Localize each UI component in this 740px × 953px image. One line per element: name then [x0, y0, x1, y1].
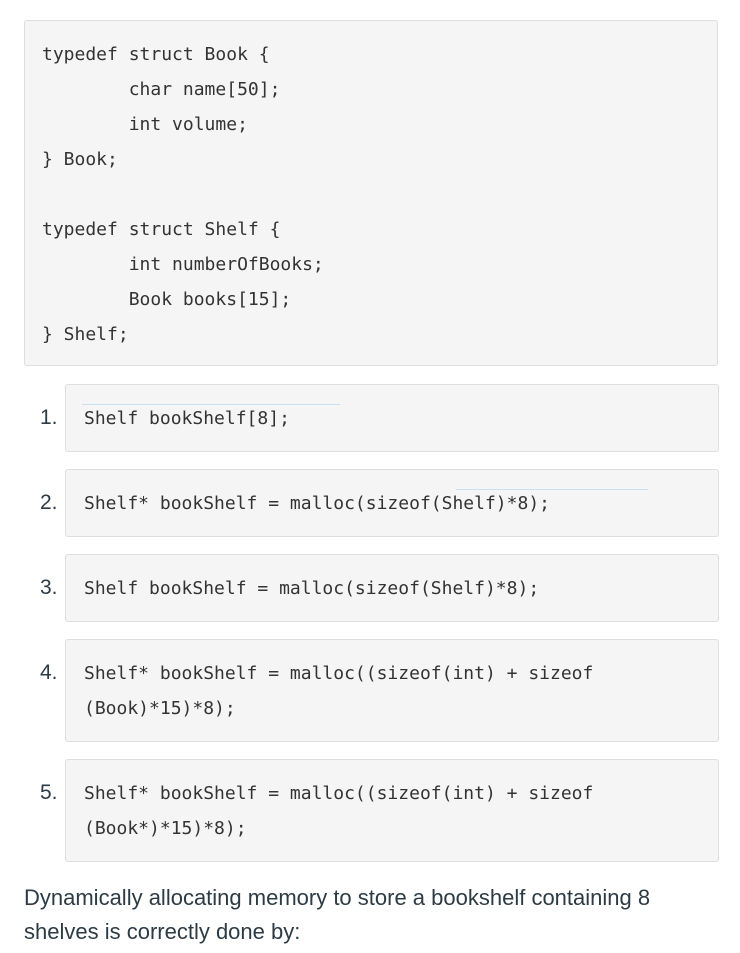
option-code-box[interactable]: Shelf bookShelf[8];: [65, 384, 719, 452]
code-line: char name[50];: [42, 79, 281, 100]
option-number: 1.: [40, 406, 58, 429]
option-number: 2.: [40, 491, 58, 514]
code-line: typedef struct Book {: [42, 44, 270, 65]
selection-underline: [456, 489, 648, 490]
option-code-line: Shelf bookShelf = malloc(sizeof(Shelf)*8…: [84, 578, 540, 599]
option-code-box[interactable]: Shelf* bookShelf = malloc(sizeof(Shelf)*…: [65, 469, 719, 537]
code-line: typedef struct Shelf {: [42, 219, 281, 240]
option-code-line: (Book)*15)*8);: [84, 698, 236, 719]
selection-underline: [82, 404, 340, 405]
code-line: } Shelf;: [42, 324, 129, 345]
option-code-box[interactable]: Shelf* bookShelf = malloc((sizeof(int) +…: [65, 759, 719, 862]
option-code-line: (Book*)*15)*8);: [84, 818, 247, 839]
option-number: 3.: [40, 576, 58, 599]
code-line: int volume;: [42, 114, 248, 135]
option-code-box[interactable]: Shelf* bookShelf = malloc((sizeof(int) +…: [65, 639, 719, 742]
code-line: int numberOfBooks;: [42, 254, 324, 275]
option-code-box[interactable]: Shelf bookShelf = malloc(sizeof(Shelf)*8…: [65, 554, 719, 622]
code-line: Book books[15];: [42, 289, 292, 310]
option-number: 5.: [40, 781, 58, 804]
option-number: 4.: [40, 661, 58, 684]
option-code-line: Shelf* bookShelf = malloc((sizeof(int) +…: [84, 663, 594, 684]
option-code-line: Shelf* bookShelf = malloc(sizeof(Shelf)*…: [84, 493, 550, 514]
struct-code-block: typedef struct Book { char name[50]; int…: [24, 20, 718, 366]
code-line: } Book;: [42, 149, 118, 170]
question-text: Dynamically allocating memory to store a…: [24, 885, 651, 944]
option-code-line: Shelf bookShelf[8];: [84, 408, 290, 429]
option-code-line: Shelf* bookShelf = malloc((sizeof(int) +…: [84, 783, 594, 804]
